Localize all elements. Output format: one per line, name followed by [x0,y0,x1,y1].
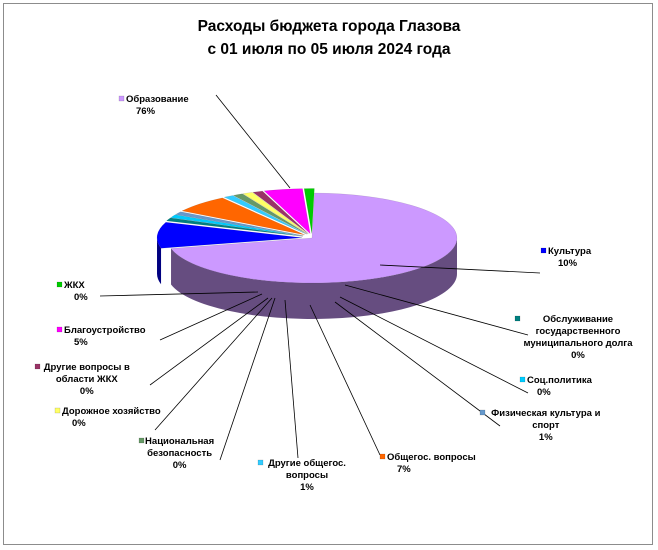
label-percent-fizkultura: 1% [539,432,553,443]
leader-line-nac_bezopasnost [219,297,276,461]
label-percent-dorozhnoe: 0% [72,418,86,429]
legend-marker-obsluzhivanie [514,315,521,322]
label-text-obsluzhivanie: муниципального долга [523,338,633,349]
chart-title-line: Расходы бюджета города Глазова [198,18,461,35]
label-text-nac_bezopasnost: безопасность [147,448,212,459]
label-percent-obrazovanie: 76% [136,106,156,117]
pie-tops [156,188,458,284]
legend-marker-blagoustroystvo [56,326,63,333]
slice-nac_bezopasnost [232,193,308,235]
slice-drugie_obshchegos [223,195,307,235]
leader-line-blagoustroystvo [159,293,263,341]
slice-obshchegos [181,197,305,236]
label-percent-obshchegos: 7% [397,464,411,475]
slice-drugie_zhkh [252,190,309,234]
pie-sides [157,237,457,319]
chart-title: Расходы бюджета города Глазова с 01 июля … [198,18,461,58]
slice-side-kultura [157,237,162,285]
label-percent-socpolitika: 0% [537,387,551,398]
leader-lines [99,94,541,461]
label-text-obrazovanie: Образование [126,94,189,105]
legend-marker-obrazovanie [118,95,125,102]
label-text-obsluzhivanie: Обслуживание [543,314,613,325]
slice-socpolitika [170,214,304,237]
leader-line-drugie_obshchegos [284,299,299,459]
leader-line-fizkultura [334,301,501,427]
slice-obrazovanie [170,192,458,284]
label-text-obsluzhivanie: государственного [536,326,621,337]
label-text-zhkh: ЖКХ [63,280,85,291]
legend-marker-fizkultura [479,409,486,416]
slice-kultura [156,222,303,249]
slice-side-obrazovanie [171,238,457,319]
legend-marker-zhkh [56,281,63,288]
label-text-drugie_zhkh: Другие вопросы в [44,362,130,373]
label-text-drugie_obshchegos: Другие общегос. [268,458,346,469]
leader-line-socpolitika [339,296,529,394]
slice-fizkultura [174,211,304,236]
slice-zhkh [303,188,315,234]
leader-line-obrazovanie [215,94,291,189]
label-text-fizkultura: спорт [532,420,560,431]
leader-line-obshchegos [309,304,381,456]
slice-obsluzhivanie [165,217,303,237]
slice-blagoustroystvo [263,188,311,235]
label-text-obshchegos: Общегос. вопросы [387,452,476,463]
label-text-blagoustroystvo: Благоустройство [64,325,146,336]
label-percent-blagoustroystvo: 5% [74,337,88,348]
label-text-drugie_zhkh: области ЖКХ [56,374,119,385]
legend-marker-socpolitika [519,376,526,383]
leader-line-zhkh [99,291,259,297]
label-text-kultura: Культура [548,246,592,257]
leader-line-obsluzhivanie [344,284,529,336]
legend-marker-drugie_obshchegos [257,459,264,466]
label-percent-zhkh: 0% [74,292,88,303]
leader-line-kultura [379,264,541,274]
slice-dorozhnoe [242,192,308,235]
label-text-drugie_obshchegos: вопросы [286,470,328,481]
label-percent-nac_bezopasnost: 0% [173,460,187,471]
label-text-socpolitika: Соц.политика [527,375,593,386]
label-text-nac_bezopasnost: Национальная [145,436,214,447]
chart-title-line: с 01 июля по 05 июля 2024 года [207,41,450,58]
legend-marker-drugie_zhkh [34,363,41,370]
label-text-dorozhnoe: Дорожное хозяйство [62,406,161,417]
label-percent-obsluzhivanie: 0% [571,350,585,361]
leader-line-drugie_zhkh [149,297,269,386]
label-text-fizkultura: Физическая культура и [491,408,600,419]
label-percent-kultura: 10% [558,258,578,269]
data-label-obsluzhivanie: Обслуживаниегосударственногомуниципально… [514,314,633,361]
legend-marker-kultura [540,247,547,254]
label-percent-drugie_zhkh: 0% [80,386,94,397]
label-percent-drugie_obshchegos: 1% [300,482,314,493]
legend-marker-obshchegos [379,453,386,460]
legend-marker-dorozhnoe [54,407,61,414]
legend-marker-nac_bezopasnost [138,437,145,444]
leader-line-dorozhnoe [154,297,273,431]
